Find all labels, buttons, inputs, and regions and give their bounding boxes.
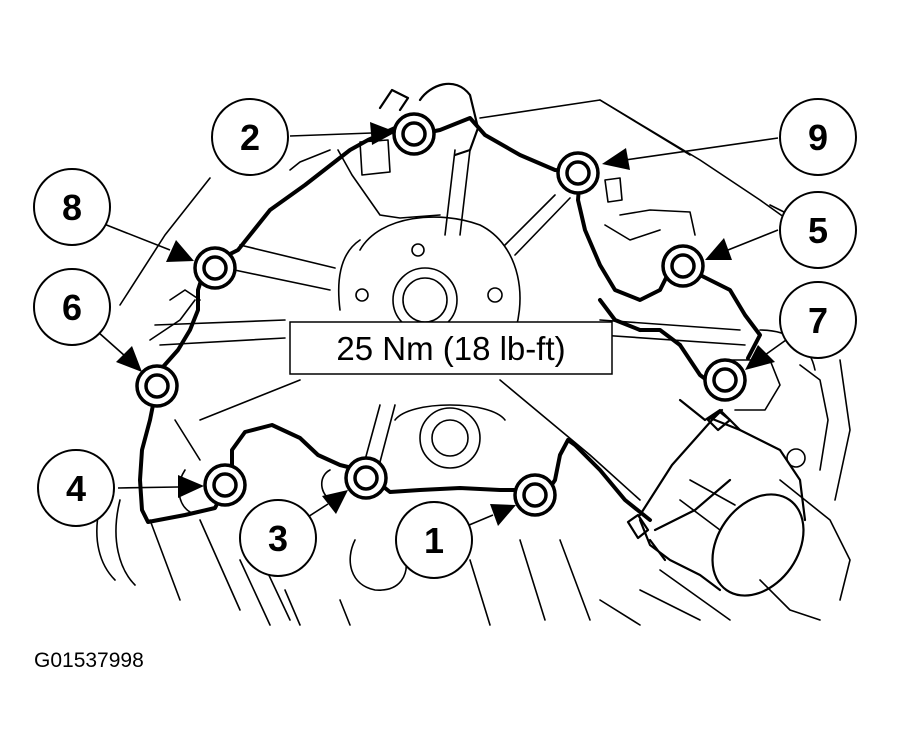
callout-2: 2 [211, 98, 289, 176]
callouts: 2 9 8 5 6 7 4 3 [33, 98, 857, 579]
svg-text:4: 4 [66, 468, 86, 509]
svg-text:6: 6 [62, 287, 82, 328]
torque-label-box: 25 Nm (18 lb-ft) [289, 321, 613, 375]
bolts [135, 112, 747, 517]
leader-lines [97, 122, 787, 529]
bolt-9 [556, 151, 600, 195]
bolt-1 [513, 473, 557, 517]
svg-text:1: 1 [424, 520, 444, 561]
callout-8: 8 [33, 168, 111, 246]
svg-text:2: 2 [240, 117, 260, 158]
figure-id: G01537998 [34, 649, 144, 672]
callout-5: 5 [779, 191, 857, 269]
callout-7: 7 [779, 281, 857, 359]
callout-4: 4 [37, 449, 115, 527]
engine-linework [96, 82, 851, 626]
bolt-8 [193, 246, 237, 290]
bolt-7 [703, 358, 747, 402]
bolt-4 [203, 463, 247, 507]
svg-text:7: 7 [808, 300, 828, 341]
callout-9: 9 [779, 98, 857, 176]
callout-6: 6 [33, 268, 111, 346]
bolt-3 [344, 456, 388, 500]
coolant-outlet-pipe [626, 408, 807, 597]
callout-3: 3 [239, 499, 317, 577]
bolt-2 [392, 112, 436, 156]
svg-text:9: 9 [808, 117, 828, 158]
pump-gasket-outline [138, 116, 762, 524]
torque-label: 25 Nm (18 lb-ft) [336, 330, 565, 367]
bolt-5 [661, 244, 705, 288]
bolt-6 [135, 364, 179, 408]
svg-text:8: 8 [62, 187, 82, 228]
svg-text:3: 3 [268, 518, 288, 559]
callout-1: 1 [395, 501, 473, 579]
svg-text:5: 5 [808, 210, 828, 251]
